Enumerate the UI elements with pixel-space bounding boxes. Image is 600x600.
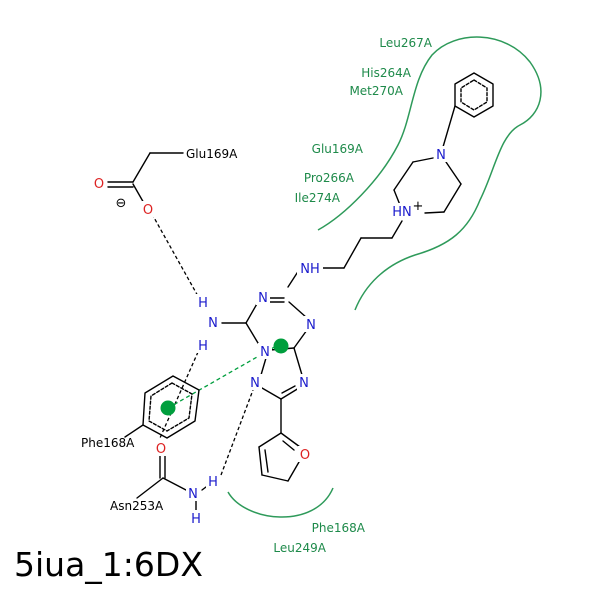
residue-label-leu249: Leu249A xyxy=(273,541,326,555)
residue-label-ile274: Ile274A xyxy=(295,191,341,205)
triazole-ring xyxy=(260,347,303,434)
atom-n-triazine-top: N xyxy=(258,291,268,306)
residue-label-leu267: Leu267A xyxy=(379,36,432,50)
atom-o-carboxylate-glu: O xyxy=(143,203,153,218)
atom-n-amine: N xyxy=(208,316,218,331)
residue-label-glu169-pocket: Glu169A xyxy=(312,142,364,156)
atom-o-furan: O xyxy=(300,448,310,463)
residue-label-his264: His264A xyxy=(361,66,412,80)
atom-h-amine-bottom: H xyxy=(198,339,208,354)
hbond-amine-phe168-backbone xyxy=(159,351,199,439)
residue-label-asn253: Asn253A xyxy=(110,499,164,513)
triazine-ring xyxy=(245,269,308,351)
phenyl-ring xyxy=(442,72,494,148)
atom-n-triazole-left: N xyxy=(250,376,260,391)
atom-n-bridge: N xyxy=(260,345,270,360)
charge-minus-icon: ⊖ xyxy=(116,196,127,211)
pi-centroid-phe168 xyxy=(160,400,176,416)
hbond-glu169-amine xyxy=(151,213,200,299)
residue-label-phe168-ring: Phe168A xyxy=(81,436,135,450)
hbond-asn253-triazole xyxy=(220,389,254,476)
residue-label-phe168-pocket: Phe168A xyxy=(312,521,366,535)
hydrophobic-pocket-upper xyxy=(317,36,542,311)
charge-plus-icon: + xyxy=(413,199,424,214)
atom-n-piperazine-top: N xyxy=(436,148,446,163)
atom-nh-plus: HN xyxy=(392,205,412,220)
phe168-ring xyxy=(124,375,200,439)
residue-label-glu169-sidechain: Glu169A xyxy=(186,147,238,161)
atom-n-triazole-right: N xyxy=(299,376,309,391)
atom-h-amide-bottom: H xyxy=(191,512,201,527)
pi-centroid-ligand xyxy=(273,338,289,354)
residue-label-pro266: Pro266A xyxy=(304,171,355,185)
furan-ring xyxy=(258,432,301,482)
atom-o-carbonyl-asn: O xyxy=(156,442,166,457)
atom-n-triazine-right: N xyxy=(306,318,316,333)
propyl-linker xyxy=(321,220,403,269)
page-title: 5iua_1:6DX xyxy=(14,545,203,584)
atom-h-amine-top: H xyxy=(198,296,208,311)
piperazine-ring xyxy=(393,157,462,214)
atom-n-amide-asn: N xyxy=(188,487,198,502)
atom-o-carbonyl-glu: O xyxy=(94,177,104,192)
atom-nh-chain: NH xyxy=(300,262,320,277)
residue-label-met270: Met270A xyxy=(349,84,403,98)
hydrophobic-pocket-lower xyxy=(227,487,334,518)
atom-h-amide-right: H xyxy=(208,475,218,490)
